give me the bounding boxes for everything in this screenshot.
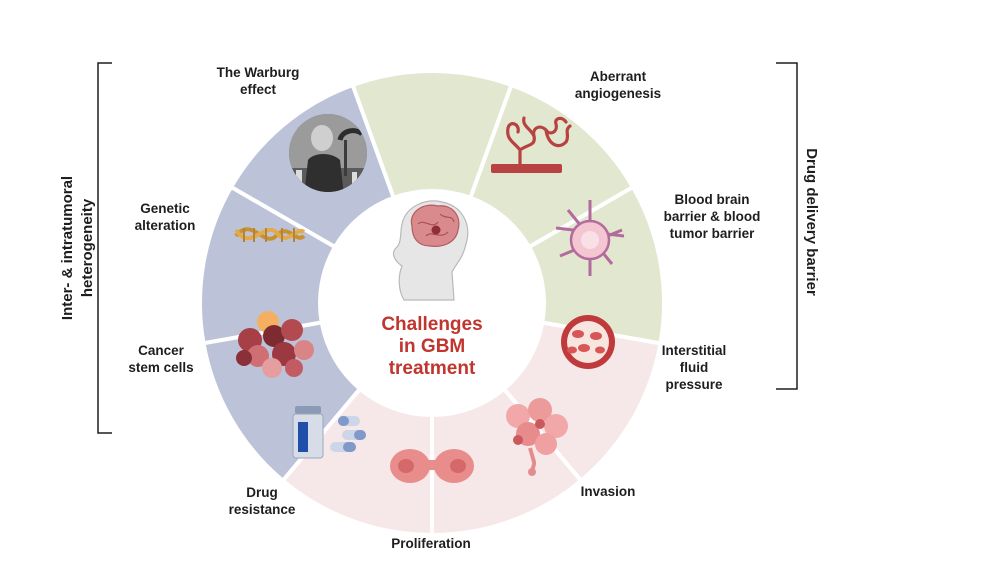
left-bracket-label-line-1: Inter- & intratumoral [59,176,76,320]
center-title-line-1: Challenges [381,314,482,335]
label-stem-line-2: stem cells [128,360,193,375]
label-ifp-line-1: Interstitial [662,343,727,358]
label-genetic: Genetic alteration [135,201,196,233]
label-drug-line-2: resistance [229,502,296,517]
label-angio: Aberrant angiogenesis [575,69,661,101]
label-bbb-line-3: tumor barrier [670,226,756,241]
label-warburg: The Warburg effect [217,65,300,97]
pill-bottle-icon [292,406,366,459]
center-circle [320,191,544,415]
label-invasion-line-1: Invasion [581,484,636,499]
label-drug-line-1: Drug [246,485,278,500]
label-bbb-line-2: barrier & blood [664,209,761,224]
label-ifp: Interstitial fluid pressure [662,343,727,392]
label-drug: Drug resistance [229,485,296,517]
dividing-cell-icon [390,449,474,483]
label-angio-line-2: angiogenesis [575,86,661,101]
invading-cells-icon [506,398,568,476]
endothelial-cell-icon [555,200,625,276]
center-title-line-2: in GBM [399,336,466,357]
dna-helix-icon [234,227,306,242]
label-prolif: Proliferation [391,536,471,551]
label-genetic-line-1: Genetic [140,201,190,216]
label-bbb: Blood brain barrier & blood tumor barrie… [664,192,761,241]
label-warburg-line-2: effect [240,82,277,97]
right-bracket-label-text: Drug delivery barrier [803,148,820,296]
label-ifp-line-2: fluid [680,360,709,375]
right-bracket [776,62,798,390]
left-bracket-label: Inter- & intratumoral heterogeneity [59,176,96,320]
label-ifp-line-3: pressure [665,377,723,392]
label-bbb-line-1: Blood brain [675,192,750,207]
angiogenic-vessel-icon [491,116,572,173]
head-brain-icon [392,200,469,301]
label-warburg-line-1: The Warburg [217,65,300,80]
cancer-cell-cluster-icon [236,311,314,378]
left-bracket [97,62,112,434]
label-angio-line-1: Aberrant [590,69,647,84]
right-bracket-label: Drug delivery barrier [803,148,820,296]
label-prolif-line-1: Proliferation [391,536,471,551]
left-bracket-label-line-2: heterogeneity [79,198,96,297]
label-stem: Cancer stem cells [128,343,193,375]
center-title-line-3: treatment [389,358,476,379]
label-genetic-line-2: alteration [135,218,196,233]
label-stem-line-1: Cancer [138,343,185,358]
blood-vessel-cross-section-icon [561,315,615,369]
label-invasion: Invasion [581,484,636,499]
